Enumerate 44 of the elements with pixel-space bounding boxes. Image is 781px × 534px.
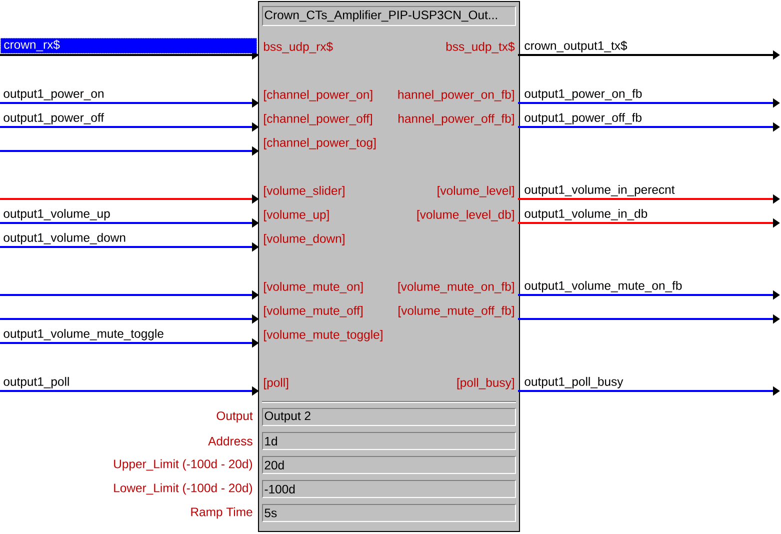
input-pin-label: [volume_slider] [264,186,344,198]
input-pin-label: [volume_mute_off] [264,306,362,318]
input-pin-label: [volume_mute_toggle] [264,330,382,342]
parameter-field: 20d [262,456,516,474]
parameter-field: -100d [262,480,516,498]
parameter-field: Output 2 [262,408,516,426]
input-pin-label: [channel_power_tog] [264,138,376,150]
signal-name: output1_volume_down [4,232,126,244]
signal-name: output1_poll_busy [524,376,624,388]
signal-name: crown_rx$ [0,38,257,54]
parameter-label: Output [216,411,253,422]
parameter-field: 5s [262,504,516,522]
signal-name: output1_volume_up [4,208,110,220]
signal-name: output1_poll [4,376,69,388]
output-pin-label: [poll_busy] [457,378,514,390]
title-field: Crown_CTs_Amplifier_PIP-USP3CN_Out... [262,6,516,26]
output-pin-label: [volume_mute_off_fb] [398,306,514,318]
input-pin-label: [channel_power_on] [264,90,372,102]
parameter-label: Ramp Time [191,507,252,519]
input-pin-label: bss_udp_rx$ [264,42,333,54]
signal-name: output1_power_on [4,89,104,100]
signal-name: output1_volume_in_db [524,208,648,220]
input-pin-label: [channel_power_off] [264,114,372,126]
output-pin-label: bss_udp_tx$ [446,42,515,54]
signal-name: output1_volume_in_perecnt [524,184,675,196]
input-pin-label: [volume_down] [264,234,344,246]
signal-name: crown_output1_tx$ [524,40,628,52]
parameter-label: Lower_Limit (-100d - 20d) [114,483,252,495]
output-pin-label: hannel_power_on_fb] [398,90,514,102]
output-pin-label: hannel_power_off_fb] [398,114,514,126]
output-pin-label: [volume_mute_on_fb] [398,282,514,294]
signal-name: output1_power_off_fb [524,112,642,124]
parameter-label: Upper_Limit (-100d - 20d) [114,459,252,471]
input-pin-label: [volume_up] [264,210,329,222]
signal-name: output1_volume_mute_on_fb [524,280,682,292]
parameter-field: 1d [262,432,516,450]
signal-name: output1_power_off [4,112,104,124]
signal-name: output1_power_on_fb [524,88,642,100]
signal-name: output1_volume_mute_toggle [4,328,164,340]
output-pin-label: [volume_level_db] [417,210,514,222]
output-pin-label: [volume_level] [438,186,514,198]
parameter-label: Address [208,436,252,446]
input-pin-label: [volume_mute_on] [264,282,363,294]
input-pin-label: [poll] [264,378,288,390]
